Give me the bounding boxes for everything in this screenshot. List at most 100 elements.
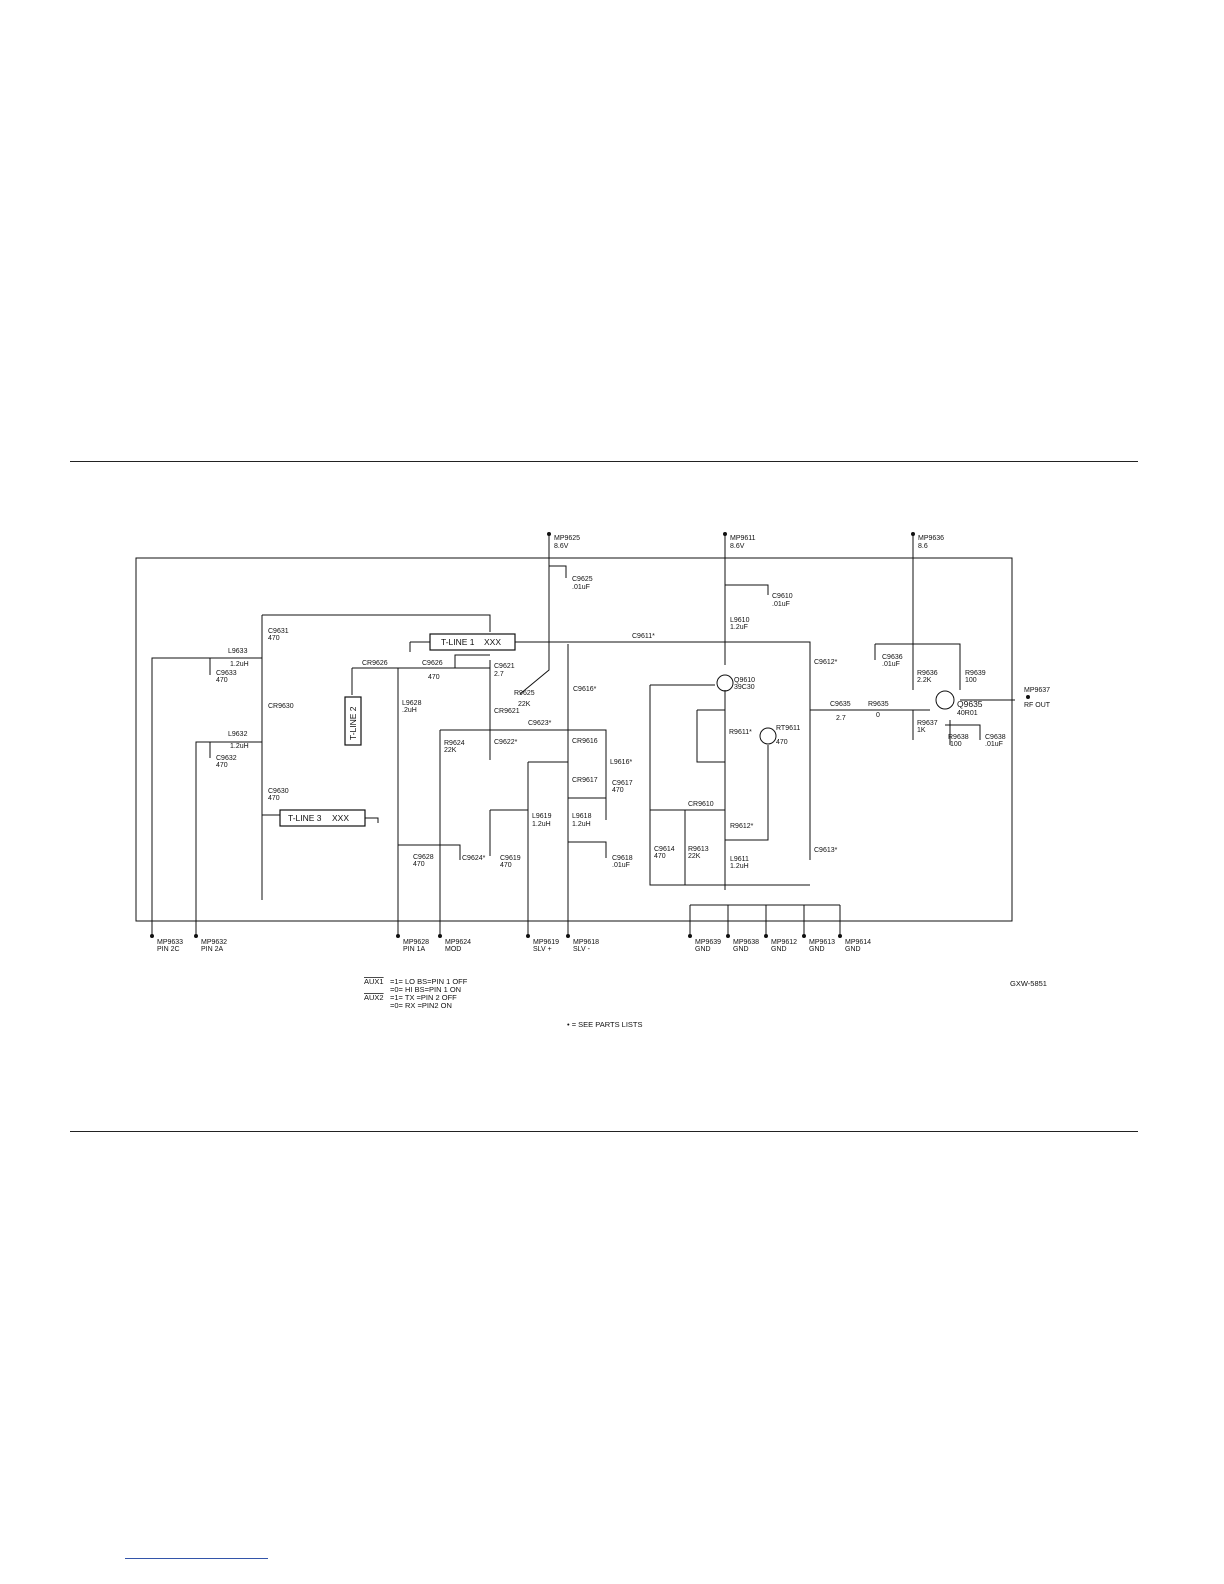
r9613-value: 22K bbox=[688, 853, 701, 860]
board-outline bbox=[135, 557, 1013, 922]
q9610-ref: Q9610 bbox=[734, 677, 755, 684]
bottom-divider bbox=[70, 1131, 1138, 1132]
pin-mp9638-ref: MP9638 bbox=[733, 939, 759, 946]
t-line-2-label: T-LINE 2 bbox=[348, 706, 358, 740]
c9633-ref: C9633 bbox=[216, 670, 237, 677]
aux1-line2: =0= HI BS=PIN 1 ON bbox=[390, 985, 461, 994]
r9624-ref: R9624 bbox=[444, 740, 465, 747]
mp9625-voltage: 8.6V bbox=[554, 543, 569, 550]
t-line-1-value: XXX bbox=[484, 637, 501, 647]
aux2-line1: =1= TX =PIN 2 OFF bbox=[390, 993, 457, 1002]
r9613-ref: R9613 bbox=[688, 846, 709, 853]
aux2-name: AUX2 bbox=[364, 993, 384, 1002]
pin-mp9612-label: GND bbox=[771, 946, 787, 953]
mp9636-voltage: 8.6 bbox=[918, 543, 928, 550]
pin-mp9618-ref: MP9618 bbox=[573, 939, 599, 946]
pin-mp9632-ref: MP9632 bbox=[201, 939, 227, 946]
r9639-ref: R9639 bbox=[965, 670, 986, 677]
c9623-ref: C9623* bbox=[528, 720, 552, 727]
l9610-value: 1.2uF bbox=[730, 624, 748, 631]
c9638-value: .01uF bbox=[985, 741, 1003, 748]
r9611-ref: R9611* bbox=[729, 729, 752, 736]
q9610-part: 39C30 bbox=[734, 684, 755, 691]
rf-out-ref: MP9637 bbox=[1024, 687, 1050, 694]
c9636-value: .01uF bbox=[882, 661, 900, 668]
pin-mp9633-ref: MP9633 bbox=[157, 939, 183, 946]
c9610-ref: C9610 bbox=[772, 593, 793, 600]
pin-mp9639-ref: MP9639 bbox=[695, 939, 721, 946]
cr9616-ref: CR9616 bbox=[572, 738, 598, 745]
r9624-value: 22K bbox=[444, 747, 457, 754]
c9628-value: 470 bbox=[413, 861, 425, 868]
pin-mp9632-label: PIN 2A bbox=[201, 946, 224, 953]
l9628-value: .2uH bbox=[402, 707, 417, 714]
aux1-line1: =1= LO BS=PIN 1 OFF bbox=[390, 977, 468, 986]
c9632-ref: C9632 bbox=[216, 755, 237, 762]
l9616-ref: L9616* bbox=[610, 759, 632, 766]
pin-mp9612-ref: MP9612 bbox=[771, 939, 797, 946]
t-line-1-label: T-LINE 1 bbox=[441, 637, 475, 647]
l9633-value: 1.2uH bbox=[230, 661, 249, 668]
c9632-value: 470 bbox=[216, 762, 228, 769]
r9636-value: 2.2K bbox=[917, 677, 932, 684]
cr9610-ref: CR9610 bbox=[688, 801, 714, 808]
c9633-value: 470 bbox=[216, 677, 228, 684]
c9625-value: .01uF bbox=[572, 584, 590, 591]
c9617-value: 470 bbox=[612, 787, 624, 794]
l9610-ref: L9610 bbox=[730, 617, 750, 624]
q9635-part: 40R01 bbox=[957, 710, 978, 717]
c9621-value: 2.7 bbox=[494, 671, 504, 678]
rt9611-ref: RT9611 bbox=[776, 725, 800, 732]
c9628-ref: C9628 bbox=[413, 854, 434, 861]
c9617-ref: C9617 bbox=[612, 780, 633, 787]
c9621-ref: C9621 bbox=[494, 663, 515, 670]
pin-mp9614-label: GND bbox=[845, 946, 861, 953]
l9628-ref: L9628 bbox=[402, 700, 422, 707]
t-line-3-label: T-LINE 3 bbox=[288, 813, 322, 823]
mp9611-voltage: 8.6V bbox=[730, 543, 745, 550]
cr9626-ref: CR9626 bbox=[362, 660, 388, 667]
l9618-value: 1.2uH bbox=[572, 821, 591, 828]
r9639-value: 100 bbox=[965, 677, 977, 684]
mp9611-ref: MP9611 bbox=[730, 535, 756, 542]
figure-id: GXW-5851 bbox=[1010, 979, 1047, 988]
l9619-value: 1.2uH bbox=[532, 821, 551, 828]
pin-mp9614-ref: MP9614 bbox=[845, 939, 871, 946]
c9638-ref: C9638 bbox=[985, 734, 1006, 741]
rt9611-value: 470 bbox=[776, 739, 788, 746]
l9632-ref: L9632 bbox=[228, 731, 248, 738]
pin-mp9619-ref: MP9619 bbox=[533, 939, 559, 946]
cr9621-ref: CR9621 bbox=[494, 708, 520, 715]
pin-mp9624-ref: MP9624 bbox=[445, 939, 471, 946]
c9612-ref: C9612* bbox=[814, 659, 838, 666]
c9616-ref: C9616* bbox=[573, 686, 597, 693]
q9635-ref: Q9635 bbox=[957, 699, 983, 709]
l9633-ref: L9633 bbox=[228, 648, 248, 655]
r9625-value: 22K bbox=[518, 701, 531, 708]
r9635-value: 0 bbox=[876, 712, 880, 719]
cr9630-ref: CR9630 bbox=[268, 703, 294, 710]
c9631-ref: C9631 bbox=[268, 628, 289, 635]
c9618-value: .01uF bbox=[612, 862, 630, 869]
t-line-3-value: XXX bbox=[332, 813, 349, 823]
c9636-ref: C9636 bbox=[882, 654, 903, 661]
pin-mp9613-label: GND bbox=[809, 946, 825, 953]
c9626-value: 470 bbox=[428, 674, 440, 681]
c9614-ref: C9614 bbox=[654, 846, 675, 853]
c9619-ref: C9619 bbox=[500, 855, 521, 862]
c9611-ref: C9611* bbox=[632, 633, 655, 640]
pin-mp9633-label: PIN 2C bbox=[157, 946, 180, 953]
rt9611-symbol bbox=[759, 727, 777, 745]
c9635-value: 2.7 bbox=[836, 715, 846, 722]
see-parts-note: • = SEE PARTS LISTS bbox=[567, 1020, 643, 1029]
r9638-value: 100 bbox=[950, 741, 962, 748]
aux2-line2: =0= RX =PIN2 ON bbox=[390, 1001, 452, 1010]
r9637-ref: R9637 bbox=[917, 720, 938, 727]
mp9636-ref: MP9636 bbox=[918, 535, 944, 542]
l9611-value: 1.2uH bbox=[730, 863, 749, 870]
c9626-ref: C9626 bbox=[422, 660, 443, 667]
c9619-value: 470 bbox=[500, 862, 512, 869]
pin-mp9639-label: GND bbox=[695, 946, 711, 953]
pin-mp9624-label: MOD bbox=[445, 946, 461, 953]
rf-out-label: RF OUT bbox=[1024, 702, 1051, 709]
